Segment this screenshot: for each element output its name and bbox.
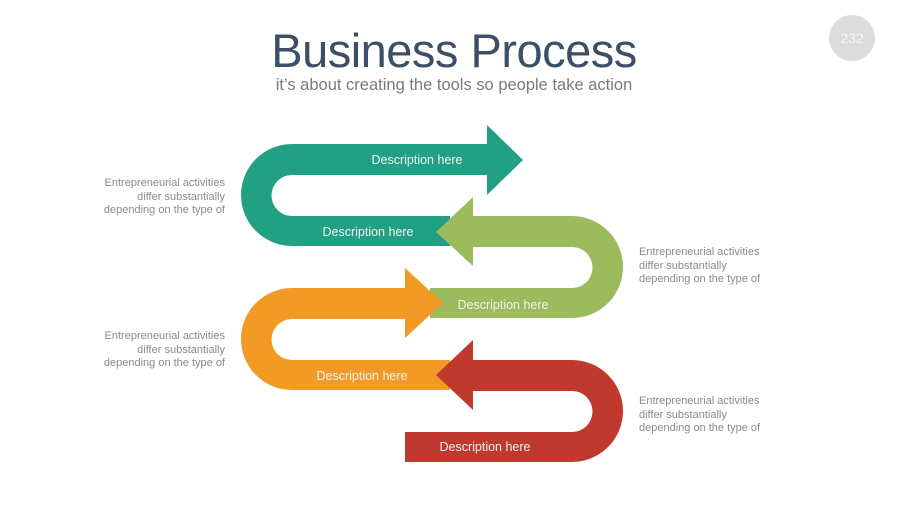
side-note-line: differ substantially — [639, 408, 727, 421]
red-bottom-label: Description here — [439, 440, 530, 454]
side-note-line: Entrepreneurial activities — [104, 177, 225, 189]
side-note-line: depending on the type of — [639, 422, 761, 434]
side-note-line: differ substantially — [137, 343, 225, 356]
side-note-2: Entrepreneurial activities differ substa… — [639, 246, 839, 287]
green-bottom-label: Description here — [457, 298, 548, 312]
orange-bottom-label: Description here — [316, 369, 407, 383]
teal-bottom-label: Description here — [322, 225, 413, 239]
page-number-badge: 232 — [829, 15, 875, 61]
orange-arrow — [241, 268, 450, 390]
page-subtitle: it’s about creating the tools so people … — [275, 76, 633, 94]
side-note-3: Entrepreneurial activities differ substa… — [45, 330, 225, 371]
side-note-line: Entrepreneurial activities — [639, 246, 760, 258]
side-note-4: Entrepreneurial activities differ substa… — [639, 395, 839, 436]
side-note-line: depending on the type of — [639, 273, 761, 285]
side-note-line: depending on the type of — [103, 204, 225, 216]
red-arrow — [405, 340, 623, 462]
page-title: Business Process — [271, 24, 637, 77]
teal-top-label: Description here — [371, 153, 462, 167]
side-note-line: differ substantially — [137, 190, 225, 203]
side-note-line: Entrepreneurial activities — [639, 395, 760, 407]
side-note-line: differ substantially — [639, 259, 727, 272]
side-note-line: depending on the type of — [103, 357, 225, 369]
page-number: 232 — [840, 30, 864, 46]
side-note-1: Entrepreneurial activities differ substa… — [45, 177, 225, 218]
green-arrow — [430, 197, 623, 318]
side-note-line: Entrepreneurial activities — [104, 330, 225, 342]
teal-arrow — [241, 125, 523, 246]
